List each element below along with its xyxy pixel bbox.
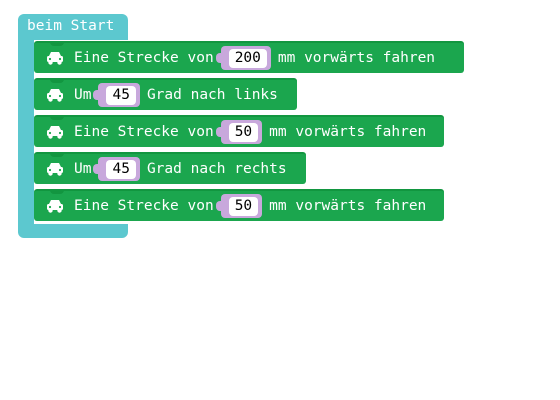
block-text-before: Eine Strecke von: [74, 124, 214, 140]
distance-value[interactable]: 50: [228, 122, 259, 142]
block-text-before: Um: [74, 87, 92, 103]
block-text-after: mm vorwärts fahren: [269, 198, 427, 214]
block-text-before: Eine Strecke von: [74, 198, 214, 214]
block-notch: [50, 78, 64, 83]
angle-value-slot[interactable]: 45: [93, 83, 140, 107]
block-notch: [50, 115, 64, 120]
turn-right-block[interactable]: Um 45 Grad nach rechts: [34, 152, 306, 184]
car-icon: [47, 163, 63, 176]
distance-value[interactable]: 50: [228, 196, 259, 216]
distance-value-slot[interactable]: 50: [215, 120, 263, 144]
block-notch: [50, 152, 64, 157]
angle-value-slot[interactable]: 45: [93, 157, 140, 181]
distance-value-slot[interactable]: 50: [215, 194, 263, 218]
block-text-before: Eine Strecke von: [74, 50, 214, 66]
car-icon: [47, 126, 63, 139]
block-notch: [50, 189, 64, 194]
car-icon: [47, 52, 63, 65]
car-icon: [47, 89, 63, 102]
block-text-after: mm vorwärts fahren: [277, 50, 436, 66]
drive-forward-block[interactable]: Eine Strecke von 50 mm vorwärts fahren: [34, 115, 444, 147]
block-notch: [50, 41, 64, 46]
distance-value-slot[interactable]: 200: [215, 46, 271, 70]
turn-left-block[interactable]: Um 45 Grad nach links: [34, 78, 297, 110]
on-start-label: beim Start: [27, 18, 115, 34]
block-text-before: Um: [74, 161, 92, 177]
drive-forward-block[interactable]: Eine Strecke von 50 mm vorwärts fahren: [34, 189, 444, 221]
block-text-after: mm vorwärts fahren: [269, 124, 427, 140]
block-text-after: Grad nach links: [146, 87, 278, 103]
car-icon: [47, 200, 63, 213]
block-text-after: Grad nach rechts: [146, 161, 287, 177]
angle-value[interactable]: 45: [106, 159, 136, 179]
drive-forward-block[interactable]: Eine Strecke von 200 mm vorwärts fahren: [34, 41, 464, 73]
distance-value[interactable]: 200: [228, 48, 267, 68]
angle-value[interactable]: 45: [106, 85, 136, 105]
